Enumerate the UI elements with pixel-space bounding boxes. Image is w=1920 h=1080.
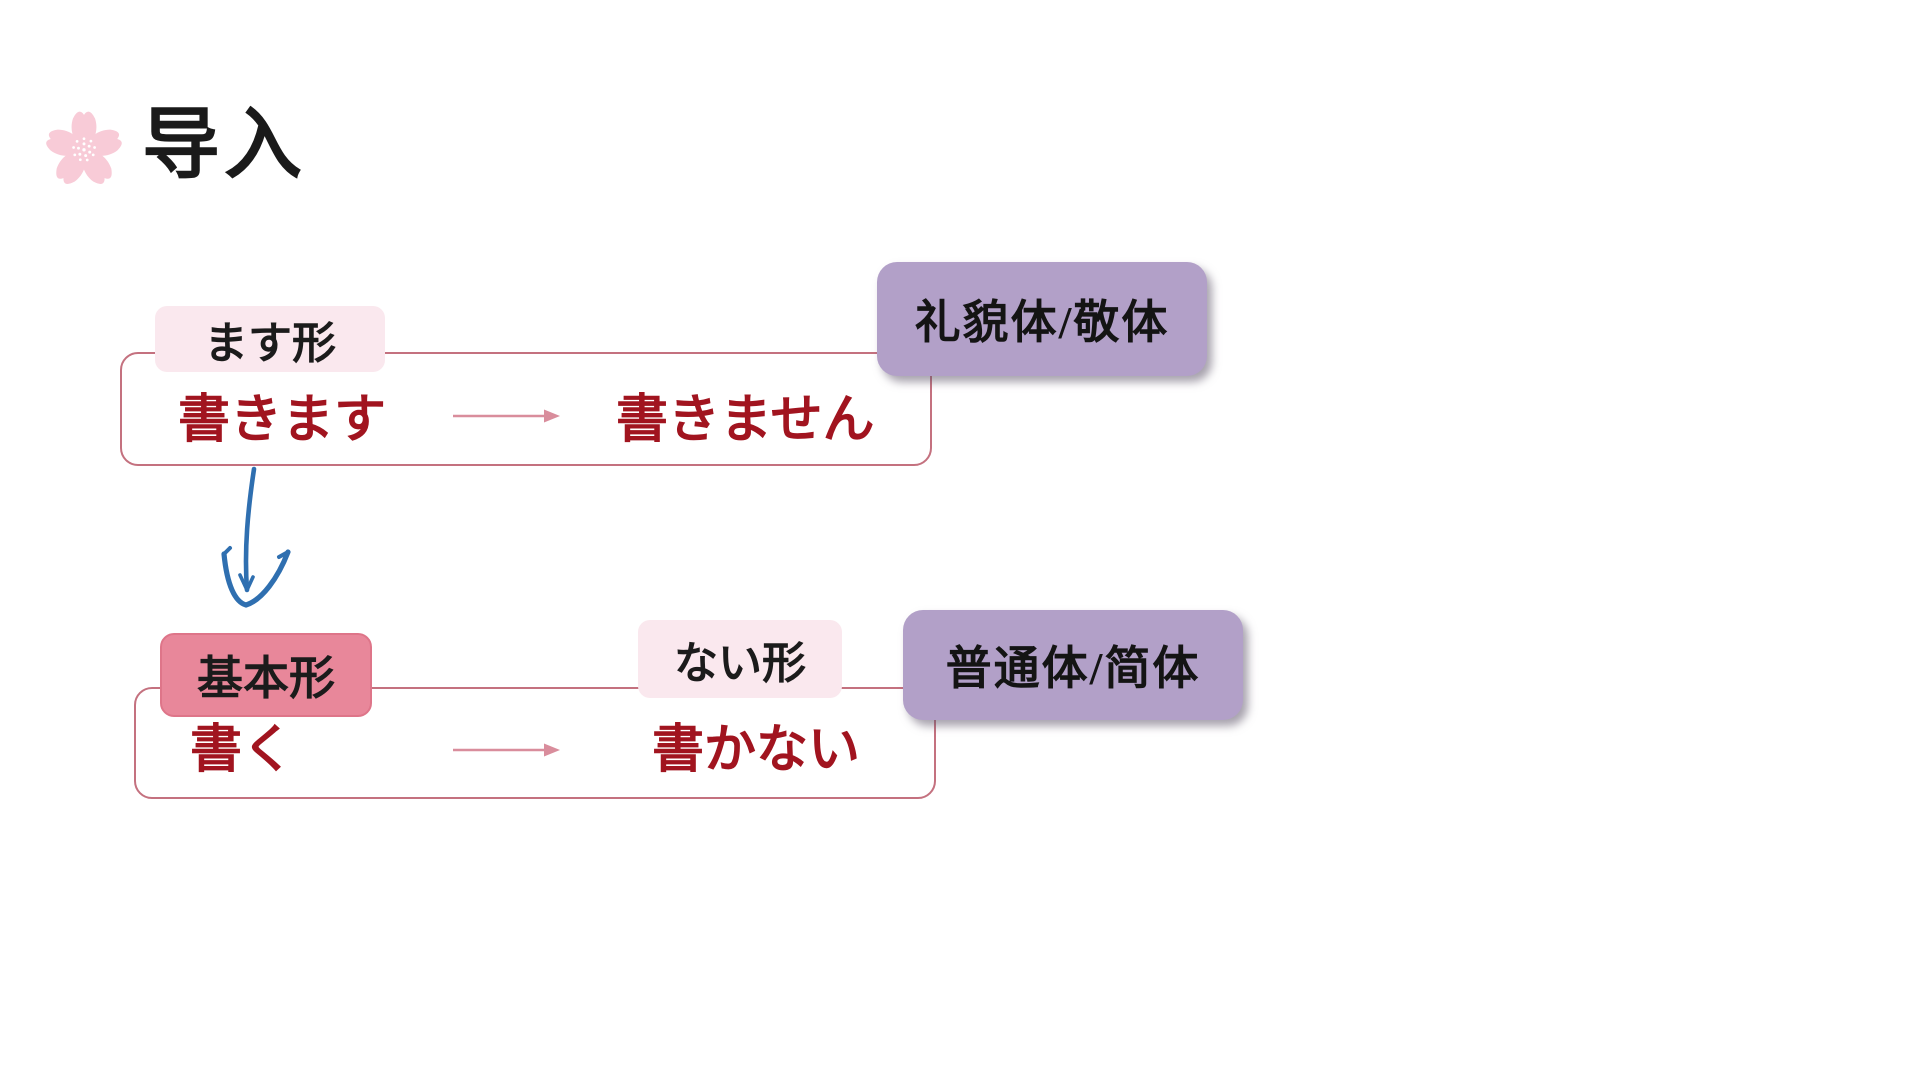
sakura-flower-icon	[43, 111, 125, 189]
handdrawn-curved-down-arrow-icon	[221, 466, 291, 608]
polite-register-badge: 礼貌体/敬体	[877, 262, 1207, 376]
right-arrow-icon	[453, 409, 560, 423]
plain-register-badge-text: 普通体/简体	[945, 643, 1201, 694]
page-title: 导入	[142, 100, 307, 188]
verb-negative-plain: 書かない	[652, 722, 861, 779]
sakura-stamen-dots	[72, 137, 96, 162]
plain-register-badge: 普通体/简体	[903, 610, 1243, 720]
masu-form-label: ます形	[155, 306, 385, 372]
basic-form-label-text: 基本形	[197, 653, 335, 704]
right-arrow-icon	[453, 743, 560, 757]
verb-affirmative-plain: 書く	[190, 722, 295, 779]
nai-form-label-text: ない形	[674, 639, 806, 688]
verb-negative-masu: 書きません	[616, 392, 875, 449]
verb-affirmative-masu: 書きます	[178, 392, 387, 449]
nai-form-label: ない形	[638, 620, 842, 698]
basic-form-label: 基本形	[160, 633, 372, 717]
polite-register-badge-text: 礼貌体/敬体	[914, 297, 1170, 348]
masu-form-label-text: ます形	[204, 319, 336, 368]
